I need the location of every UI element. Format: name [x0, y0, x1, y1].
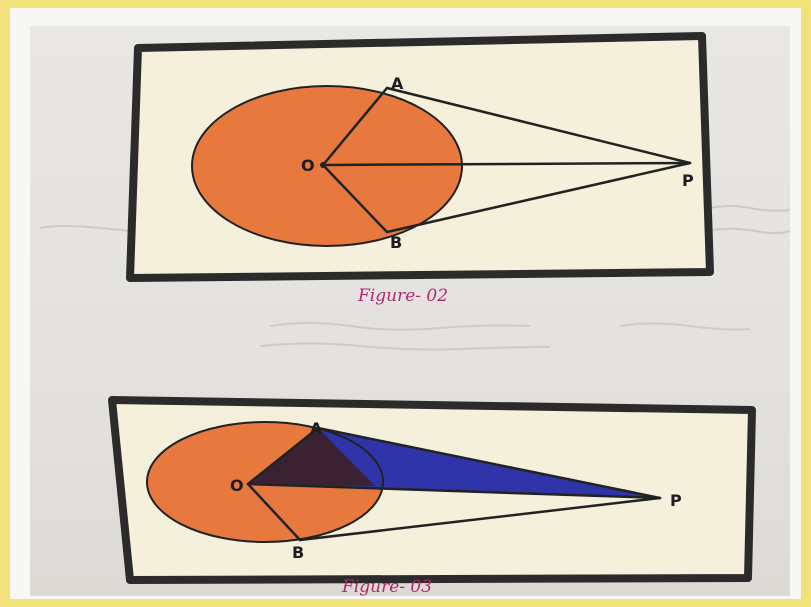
- figure-02-label-a: A: [391, 74, 404, 93]
- figure-03-label-o: O: [230, 476, 244, 495]
- figure-02-radius-oa: [321, 86, 389, 167]
- figure-02-label-o: O: [301, 156, 315, 175]
- figure-03: A B O P Figure- 03: [108, 396, 756, 597]
- figure-03-line-op: [246, 482, 662, 500]
- figure-02: A B O P Figure- 02: [126, 32, 714, 306]
- figure-02-label-p: P: [682, 171, 694, 190]
- figure-02-center-dot: [320, 162, 326, 168]
- figure-02-line-op: [321, 161, 692, 167]
- figure-03-tangent-pa: [316, 426, 662, 500]
- figure-02-caption: Figure- 02: [357, 286, 448, 306]
- figure-03-radius-ob: [246, 482, 302, 542]
- figure-02-tangent-pa: [385, 86, 692, 165]
- photo-frame: A B O P Figure- 02 A B O P Figure- 0: [10, 8, 801, 599]
- figure-03-kite-shade: [248, 428, 375, 486]
- figure-02-label-b: B: [390, 233, 402, 252]
- figure-03-label-p: P: [670, 491, 682, 510]
- faint-notes: [39, 205, 791, 351]
- figure-03-circle-outline: [146, 421, 384, 543]
- figure-02-radius-ob: [321, 163, 389, 234]
- figure-03-tangent-pb: [298, 496, 662, 542]
- notebook-drawing: A B O P Figure- 02 A B O P Figure- 0: [39, 32, 791, 597]
- figure-02-circle-outline: [191, 85, 463, 247]
- figure-02-tangent-pb: [385, 161, 692, 234]
- figure-03-label-b: B: [292, 543, 304, 562]
- figure-03-label-a: A: [310, 419, 323, 438]
- figure-03-radius-oa: [246, 426, 320, 486]
- figure-03-caption: Figure- 03: [341, 577, 432, 597]
